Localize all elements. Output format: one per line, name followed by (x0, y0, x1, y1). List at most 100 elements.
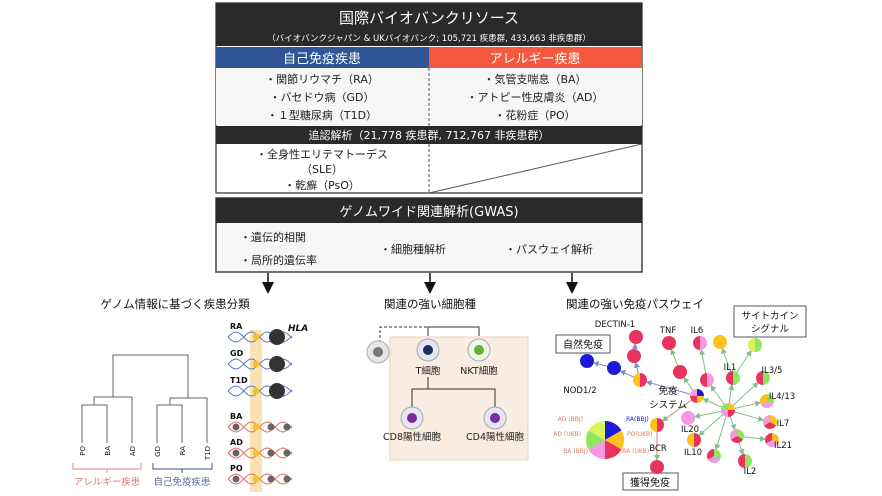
network-node (690, 389, 704, 403)
node-label-il21: IL21 (774, 441, 792, 451)
cell-nucleus (423, 345, 433, 355)
acquired-immunity-label: 獲得免疫 (630, 476, 670, 489)
variant-star-icon (252, 360, 260, 368)
variant-star-icon (252, 423, 260, 431)
dna-row-label: RA (230, 322, 243, 331)
dna-helix-icon (227, 447, 293, 459)
center-label: システム (649, 400, 687, 411)
dna-helix-icon (227, 421, 293, 433)
network-node (633, 373, 647, 387)
node-label-dectin: DECTIN-1 (595, 320, 635, 330)
network-node (673, 365, 687, 379)
node-label-il1: IL1 (724, 363, 737, 373)
immune-pathway-panel: 関連の強い免疫パスウェイ 自然免疫 サイトカイン シグナル 獲得免疫 免疫 シス… (553, 297, 807, 491)
cytokine-signal-box (733, 305, 807, 338)
dna-helix-icon (227, 473, 293, 485)
variant-star-icon (283, 449, 291, 457)
acquired-immunity-box (622, 472, 679, 491)
variant-star-icon (232, 475, 240, 483)
gwas-box: ゲノムワイド関連解析(GWAS) ・遺伝的相関 ・局所的遺伝率 ・細胞種解析 ・… (215, 197, 643, 294)
legend-label: BA (BBJ) (563, 448, 588, 455)
autoimmune-header: 自己免疫疾患 (283, 51, 361, 67)
autoimmune-item: ・１型糖尿病（T1D） (267, 108, 377, 122)
dna-helix-icon (227, 421, 293, 433)
panel-title: ゲノム情報に基づく疾患分類 (100, 297, 250, 311)
allergy-bracket (72, 463, 142, 473)
legend-label: AD (BBJ) (558, 416, 583, 423)
leaf-label: RA (179, 446, 187, 456)
resource-subtitle: （バイオバンクジャパン & UKバイオバンク; 105,721 疾患群, 433… (267, 33, 591, 44)
variant-star-icon (267, 423, 275, 431)
node-label-il2: IL2 (744, 467, 757, 477)
autoimmune-bracket (152, 463, 213, 473)
gwas-item: ・局所的遺伝率 (240, 253, 317, 267)
dna-row-label: BA (230, 412, 243, 421)
nkt-cell-label: NKT細胞 (460, 365, 498, 377)
node-label-il413: IL4/13 (769, 392, 795, 402)
innate-immunity-label: 自然免疫 (563, 338, 603, 351)
network-node (681, 411, 695, 425)
legend-slice (605, 421, 622, 440)
node-label-il20: IL20 (681, 425, 699, 435)
cell-region (389, 336, 529, 461)
hla-star-icon (269, 356, 285, 372)
network-node (707, 449, 721, 464)
variant-star-icon (252, 387, 260, 395)
allergy-item: ・気管支喘息（BA） (483, 72, 586, 86)
dna-helix-icon (227, 473, 293, 485)
node-label-tnf: TNF (659, 326, 677, 336)
allergy-header-band (429, 47, 642, 68)
leaf-label: BA (104, 446, 112, 456)
hla-star-icon (269, 329, 285, 345)
center-label: 免疫 (658, 385, 678, 397)
leaf-label: GD (154, 446, 162, 457)
variant-star-icon (252, 333, 260, 341)
network-edge (661, 395, 698, 422)
node-label-nod: NOD1/2 (563, 386, 596, 396)
dendrogram (81, 354, 208, 443)
variant-star-icon (232, 423, 240, 431)
leaf-label: AD (129, 446, 137, 456)
gwas-item: ・細胞種解析 (380, 242, 446, 256)
allergy-header: アレルギー疾患 (489, 52, 580, 67)
cytokine-label: サイトカイン (741, 311, 798, 322)
network-node (756, 371, 770, 385)
allergy-item: ・アトピー性皮膚炎（AD） (467, 90, 604, 104)
legend-label: BA (UKB) (622, 448, 649, 455)
hla-label: HLA (288, 324, 308, 334)
dna-helix-icon (227, 447, 293, 459)
node-label-il7: IL7 (777, 419, 790, 429)
autoimmune-item: ・関節リウマチ（RA） (265, 72, 379, 86)
cell-nucleus (474, 345, 484, 355)
legend-slice (588, 440, 605, 459)
node-label-il10: IL10 (684, 448, 702, 458)
leaf-label: PO (79, 446, 87, 456)
network-node (580, 354, 594, 368)
replication-item: ・全身性エリテマトーデス (256, 147, 388, 161)
highlight-band (250, 330, 262, 492)
network-node (627, 349, 641, 363)
biobank-resource-box: 国際バイオバンクリソース （バイオバンクジャパン & UKバイオバンク; 105… (215, 2, 643, 194)
network-node (760, 394, 774, 409)
network-node (629, 330, 643, 344)
legend-slice (588, 421, 605, 440)
network-node (650, 418, 664, 432)
allergy-item: ・花粉症（PO） (494, 108, 575, 122)
cytokine-label: シグナル (751, 323, 790, 335)
network-node (687, 433, 701, 447)
node-label-bcr: BCR (649, 444, 667, 454)
resource-title: 国際バイオバンクリソース (339, 9, 519, 27)
innate-immunity-box (555, 334, 611, 354)
network-node (700, 373, 714, 387)
group-label-allergy: アレルギー疾患 (74, 476, 141, 488)
cell-nucleus (373, 347, 383, 357)
variant-star-icon (267, 449, 275, 457)
legend-label: PO(UKB) (627, 431, 652, 438)
node-label-il6: IL6 (691, 326, 704, 336)
network-node (713, 335, 727, 349)
gwas-item: ・遺伝的相関 (240, 230, 306, 244)
variant-star-icon (252, 449, 260, 457)
dna-row-label: T1D (230, 376, 248, 385)
